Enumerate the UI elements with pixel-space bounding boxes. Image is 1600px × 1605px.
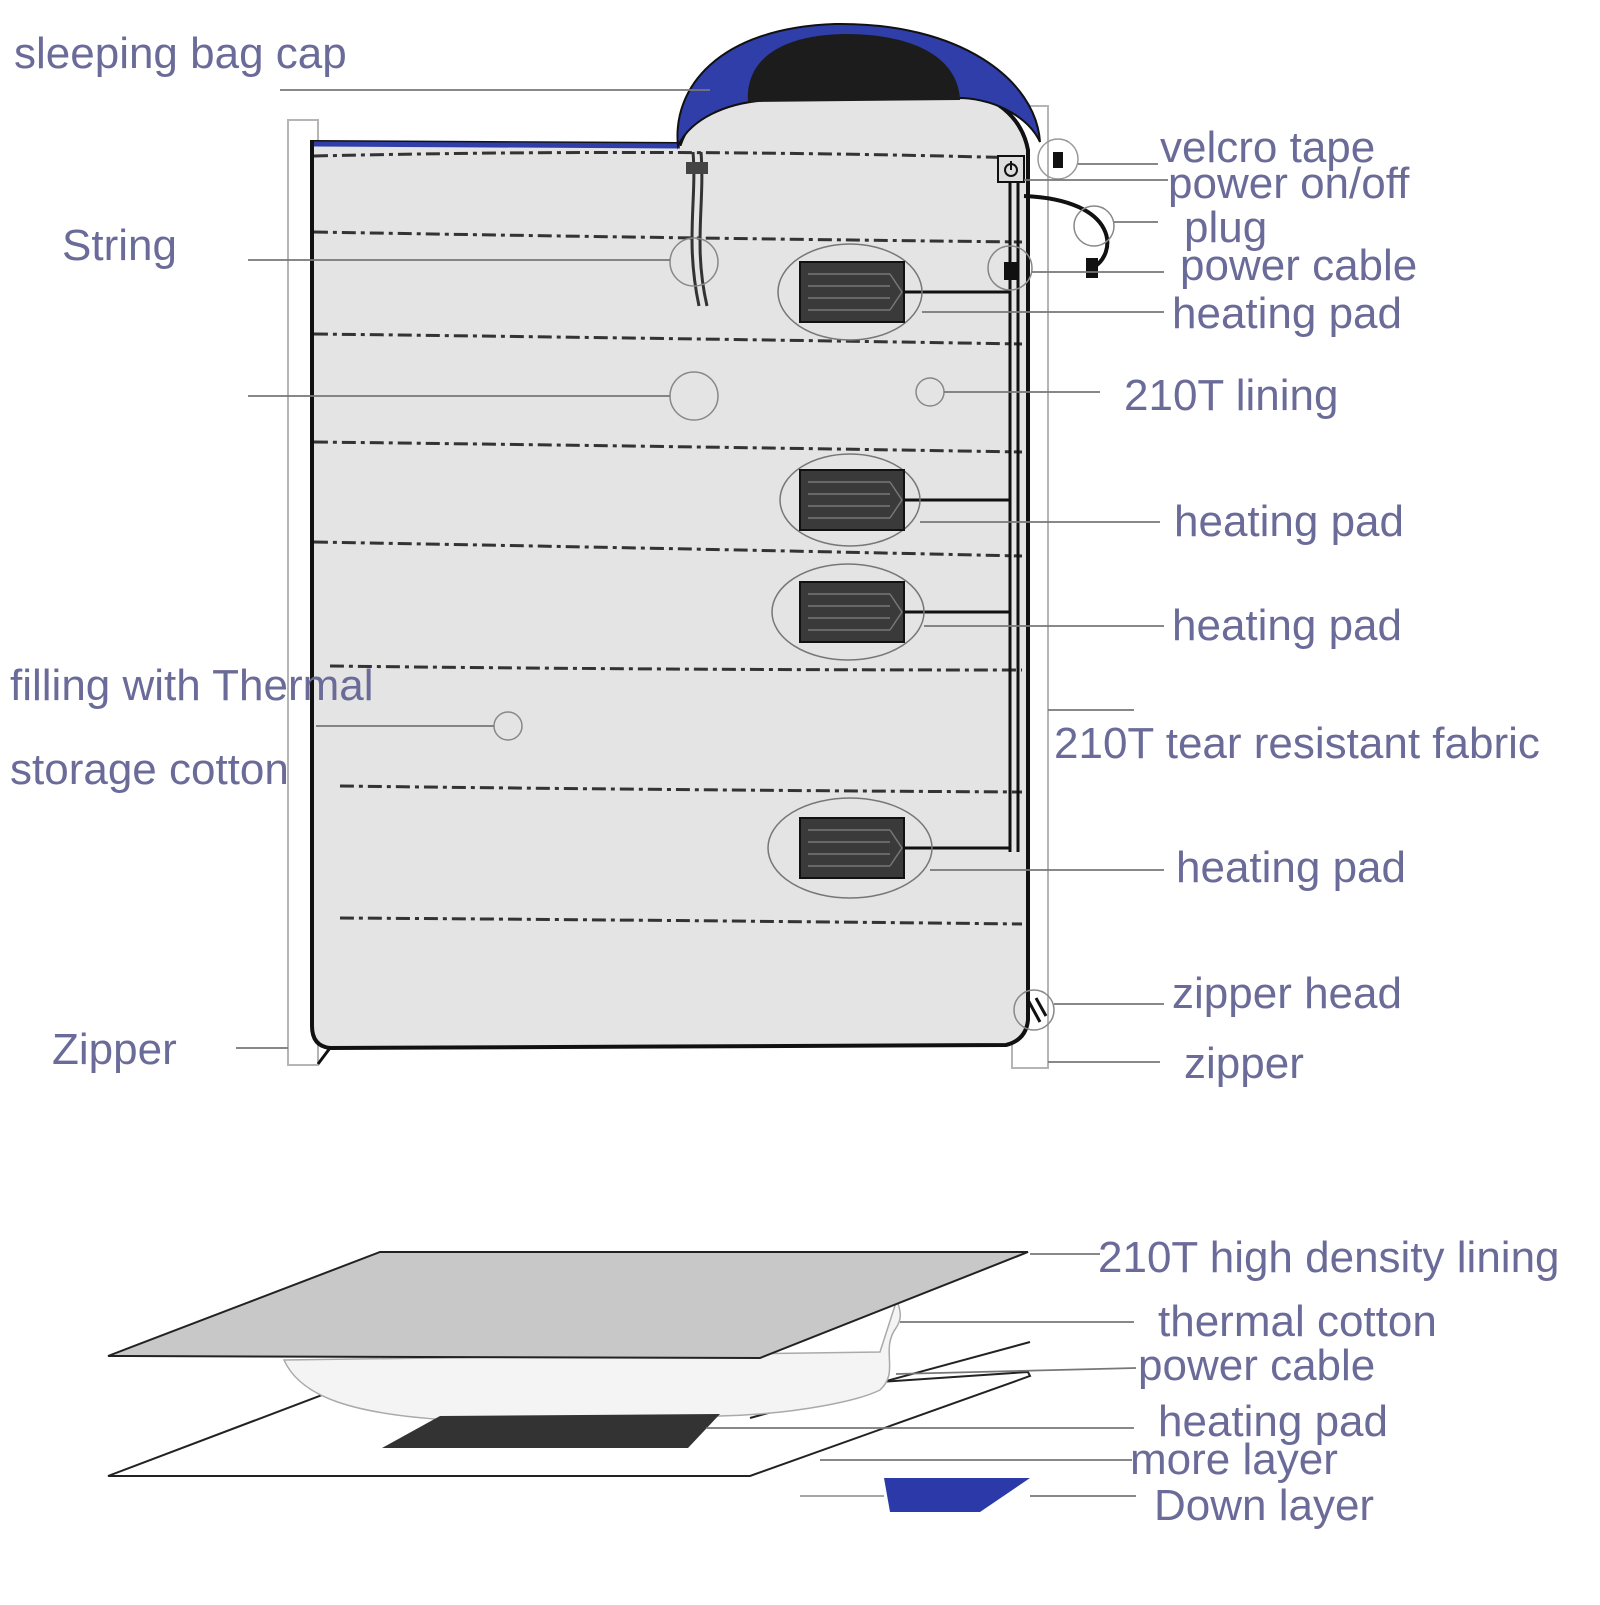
cable-connector bbox=[1004, 262, 1018, 280]
label-zipper-left: Zipper bbox=[52, 1025, 177, 1074]
label-heating-pad-2: heating pad bbox=[1174, 497, 1404, 546]
label-layer-heating-pad: heating pad bbox=[1158, 1397, 1388, 1446]
bag-top-trim bbox=[313, 141, 681, 149]
layer-leader-lines bbox=[706, 1253, 1137, 1497]
power-icon bbox=[997, 155, 1025, 183]
left-zipper-pull bbox=[316, 1047, 332, 1065]
label-thermal-cotton: thermal cotton bbox=[1158, 1297, 1437, 1346]
label-power-on-off: power on/off bbox=[1168, 159, 1410, 208]
label-heating-pad-1: heating pad bbox=[1172, 289, 1402, 338]
layer-down bbox=[884, 1478, 1030, 1512]
label-high-density-lining: 210T high density lining bbox=[1098, 1233, 1560, 1282]
label-layer-power-cable: power cable bbox=[1138, 1341, 1376, 1390]
label-string: String bbox=[62, 221, 177, 270]
label-210t-lining: 210T lining bbox=[1124, 371, 1339, 420]
label-heating-pad-4: heating pad bbox=[1176, 843, 1406, 892]
layer-high-density-lining bbox=[107, 1251, 1029, 1360]
heating-pad-3 bbox=[771, 563, 925, 661]
layer-thermal-cotton bbox=[282, 1289, 902, 1421]
plug-icon bbox=[1023, 194, 1110, 278]
label-sleeping-bag-cap: sleeping bag cap bbox=[14, 29, 347, 78]
label-filling-line1: filling with Thermal bbox=[10, 661, 374, 710]
cap-inner bbox=[747, 34, 960, 102]
internal-power-cable bbox=[905, 180, 1020, 852]
label-heating-pad-3: heating pad bbox=[1172, 601, 1402, 650]
label-tear-resistant-fabric: 210T tear resistant fabric bbox=[1054, 719, 1540, 768]
label-more-layer: more layer bbox=[1130, 1435, 1338, 1484]
heating-pad-2 bbox=[779, 453, 921, 547]
label-zipper-right: zipper bbox=[1184, 1039, 1304, 1088]
label-down-layer: Down layer bbox=[1154, 1481, 1375, 1530]
label-plug: plug bbox=[1184, 203, 1268, 252]
leader-lines bbox=[236, 89, 1168, 1063]
heating-pad-1 bbox=[777, 243, 923, 341]
velcro-icon bbox=[1037, 138, 1079, 180]
label-velcro-tape: velcro tape bbox=[1160, 123, 1376, 172]
label-filling-line2: storage cotton bbox=[10, 745, 289, 794]
drawstring bbox=[686, 151, 709, 307]
layer-stack bbox=[107, 1251, 1032, 1512]
layer-heating-pad bbox=[382, 1414, 720, 1448]
label-power-cable: power cable bbox=[1180, 241, 1418, 290]
label-zipper-head: zipper head bbox=[1172, 969, 1402, 1018]
heating-pad-4 bbox=[767, 797, 933, 899]
quilting-seams bbox=[313, 150, 1023, 926]
zipper-pull-icon bbox=[1026, 997, 1048, 1023]
